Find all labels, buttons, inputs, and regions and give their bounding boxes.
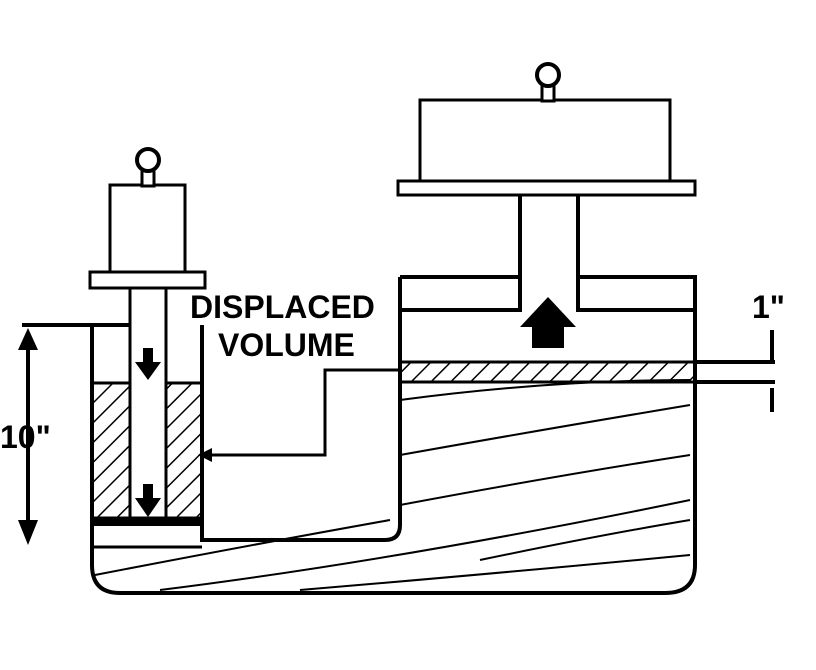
down-arrow-icon-lower (135, 484, 161, 517)
up-arrow-icon (520, 297, 576, 348)
large-travel-dimension (695, 330, 775, 412)
displaced-volume-leader (210, 368, 400, 457)
large-weight-knob (535, 62, 561, 88)
small-displaced-volume-left (90, 381, 132, 520)
small-piston-rod (128, 285, 168, 520)
small-piston-plate (88, 270, 207, 290)
small-travel-dimension (22, 323, 130, 525)
small-weight (108, 183, 187, 274)
large-weight (418, 98, 672, 184)
small-travel-label: 10" (0, 419, 51, 455)
connecting-channel (200, 277, 402, 542)
reservoir-outline (90, 275, 697, 595)
small-displaced-volume-right (164, 381, 204, 520)
large-piston-rod (400, 195, 695, 312)
small-weight-knob (135, 147, 161, 173)
displaced-label-line2: VOLUME (218, 327, 355, 363)
displaced-label-line1: DISPLACED (190, 289, 375, 325)
fluid-texture (94, 379, 691, 591)
large-displaced-volume (398, 360, 697, 384)
large-travel-label: 1" (752, 289, 785, 325)
large-piston-plate (396, 179, 697, 197)
down-arrow-icon (135, 348, 161, 380)
